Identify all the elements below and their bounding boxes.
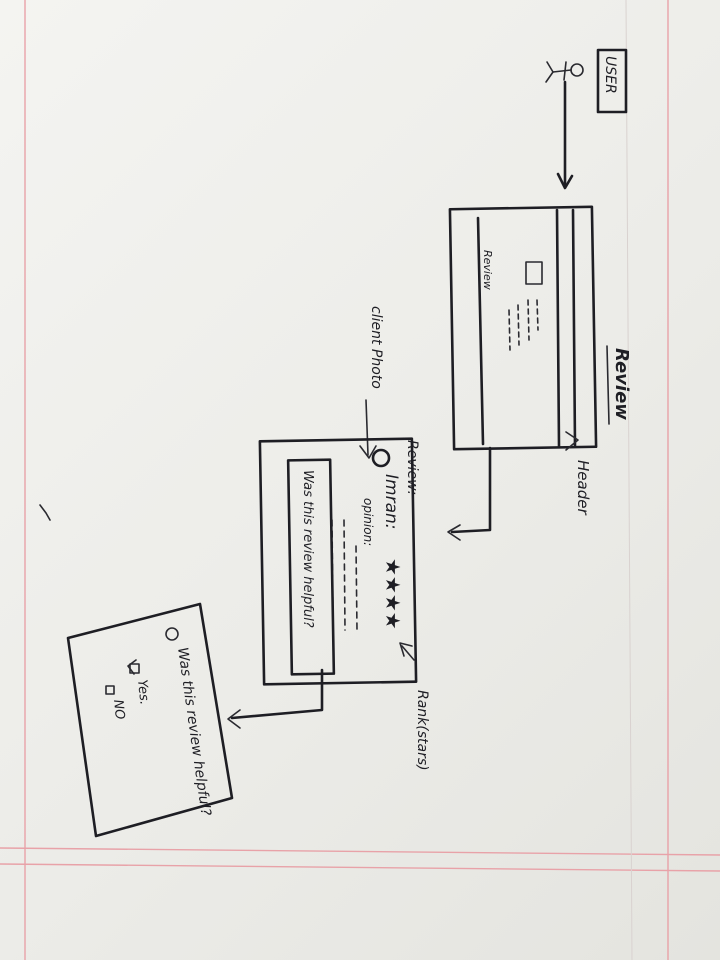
checkbox-no[interactable] [105, 685, 115, 695]
dialog-option-no[interactable]: NO [105, 685, 127, 720]
margin-line-bottom-b [0, 863, 720, 872]
review-card-heading: Review: [404, 440, 420, 495]
image-placeholder-icon [525, 261, 543, 285]
dialog-question: Was this review helpful? [174, 646, 214, 817]
arrow-card-to-dialog [227, 668, 324, 729]
dialog-option-yes[interactable]: Yes. [127, 659, 152, 706]
option-no-label: NO [110, 699, 127, 720]
arrow-client-photo [359, 399, 377, 459]
client-photo-label: client Photo [368, 306, 384, 389]
header-pointer [565, 431, 579, 451]
rating-stars: ★★★★ [381, 558, 405, 630]
option-yes-label: Yes. [134, 679, 152, 706]
header-label: Header [574, 460, 592, 515]
opinion-label: opinion: [361, 498, 375, 546]
stick-figure-icon [545, 61, 584, 83]
user-label: USER [602, 56, 618, 94]
helpful-button[interactable]: Was this review helpful? [300, 470, 315, 628]
helpful-button-frame [286, 458, 336, 676]
stray-mark [39, 504, 51, 521]
arrow-page-to-card [447, 446, 492, 541]
helpful-dialog [66, 602, 234, 838]
dialog-info-icon [165, 627, 179, 641]
mockup-review-label: Review [481, 250, 494, 290]
arrow-user-to-page [556, 80, 574, 190]
client-photo-icon [371, 448, 391, 468]
diagram-title: Review [611, 348, 632, 420]
arrow-rank [399, 642, 415, 661]
page-mockup [448, 205, 598, 451]
checkmark-icon [127, 659, 137, 675]
opinion-dashed-lines [331, 519, 358, 631]
rank-label: Rank(stars) [414, 690, 430, 771]
title-underline [606, 345, 610, 425]
review-card [258, 437, 418, 686]
faint-rule [625, 0, 633, 960]
user-label-box [596, 48, 628, 114]
margin-line-bottom-a [0, 847, 720, 856]
reviewer-name: Imran: [381, 474, 401, 529]
